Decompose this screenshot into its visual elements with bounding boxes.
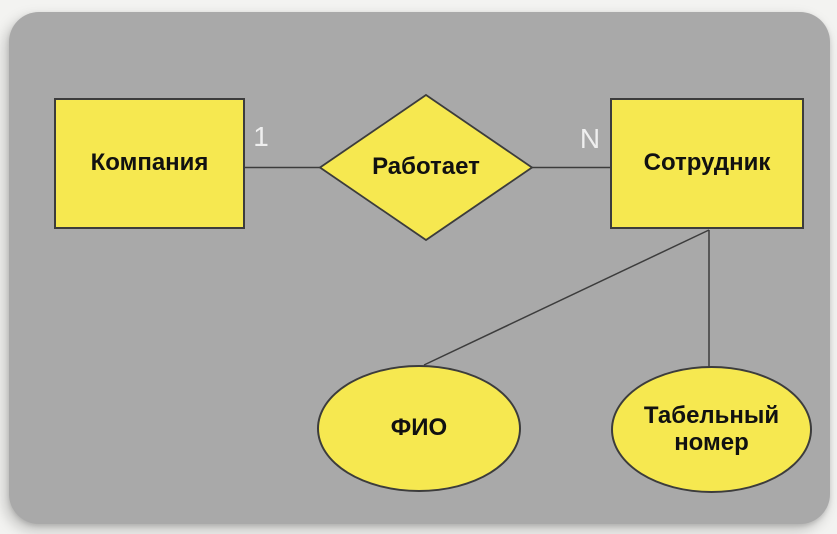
attribute-personnel-number: Табельный номер	[611, 366, 812, 493]
attribute-fio: ФИО	[317, 365, 521, 492]
relationship-works-label: Работает	[372, 153, 480, 181]
entity-employee-label: Сотрудник	[643, 149, 771, 177]
attribute-fio-label: ФИО	[390, 414, 448, 442]
entity-company: Компания	[54, 98, 245, 229]
cardinality-label-n: N	[579, 123, 601, 154]
cardinality-label-1: 1	[253, 121, 269, 152]
entity-company-label: Компания	[90, 149, 209, 177]
entity-employee: Сотрудник	[610, 98, 804, 229]
attribute-personnel-number-label: Табельный номер	[643, 401, 780, 456]
connector-employee-fio	[423, 229, 710, 366]
relationship-works: Работает	[320, 95, 532, 240]
diagram-canvas: Компания Сотрудник Работает 1 N ФИО Табе…	[9, 12, 830, 524]
